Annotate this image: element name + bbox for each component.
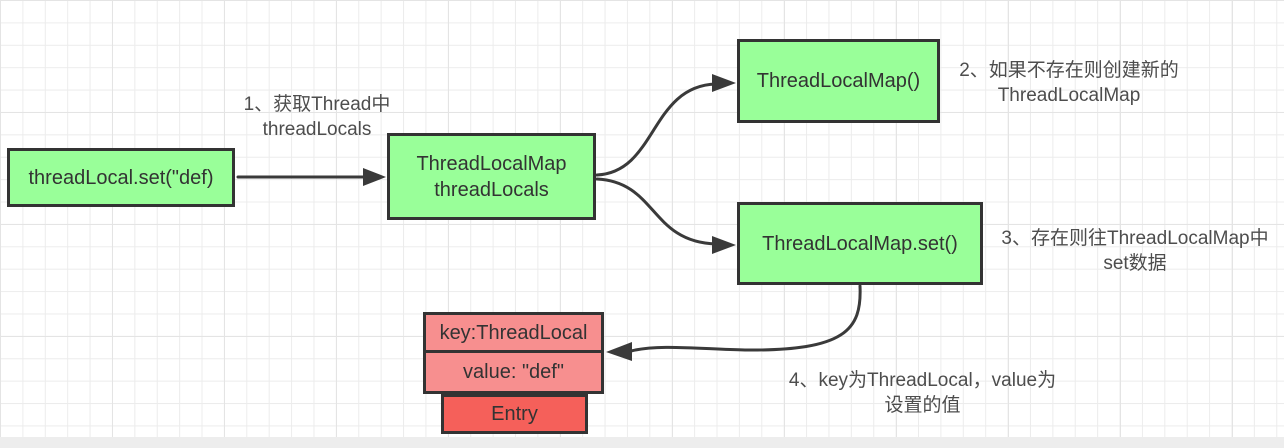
node-entry[interactable]: Entry [441, 394, 588, 434]
annotation-step3: 3、存在则往ThreadLocalMap中 set数据 [986, 226, 1284, 276]
arrow-set-to-entry [606, 284, 862, 361]
arrow-threadmap-to-set [595, 177, 736, 254]
annotation-step3-line1: 3、存在则往ThreadLocalMap中 [1001, 228, 1269, 249]
node-entry-label: Entry [491, 403, 538, 425]
node-threadlocalmap-line2: threadLocals [434, 178, 549, 201]
node-threadlocalmap-set-label: ThreadLocalMap.set() [762, 232, 958, 255]
annotation-step2-line1: 2、如果不存在则创建新的 [959, 60, 1179, 81]
node-threadlocal-set[interactable]: threadLocal.set("def) [7, 148, 235, 207]
annotation-step1-line1: 1、获取Thread中 [243, 94, 391, 115]
node-threadlocalmap-line1: ThreadLocalMap [416, 152, 567, 175]
annotation-step4-line2: 设置的值 [884, 395, 961, 416]
node-entry-value[interactable]: value: "def" [423, 350, 604, 394]
annotation-step2-line2: ThreadLocalMap [997, 85, 1141, 106]
node-entry-value-label: value: "def" [463, 361, 564, 383]
annotation-step1: 1、获取Thread中 threadLocals [222, 92, 412, 142]
node-threadlocalmap-threadlocals[interactable]: ThreadLocalMap threadLocals [387, 133, 596, 220]
node-threadlocalmap-constructor[interactable]: ThreadLocalMap() [737, 39, 940, 123]
annotation-step1-line2: threadLocals [262, 119, 372, 140]
node-entry-key[interactable]: key:ThreadLocal [423, 312, 604, 353]
annotation-step3-line2: set数据 [1103, 253, 1167, 274]
node-threadlocalmap-constructor-label: ThreadLocalMap() [756, 70, 921, 92]
annotation-step4: 4、key为ThreadLocal，value为 设置的值 [770, 368, 1075, 418]
node-threadlocal-set-label: threadLocal.set("def) [28, 166, 214, 189]
arrow-start-to-threadmap [236, 168, 386, 186]
annotation-step4-line1: 4、key为ThreadLocal，value为 [788, 370, 1057, 391]
canvas-bottom-edge [0, 437, 1284, 448]
annotation-step2: 2、如果不存在则创建新的 ThreadLocalMap [948, 58, 1190, 108]
arrow-threadmap-to-create [595, 74, 736, 177]
node-entry-key-label: key:ThreadLocal [439, 321, 588, 344]
node-threadlocalmap-set[interactable]: ThreadLocalMap.set() [737, 202, 983, 285]
